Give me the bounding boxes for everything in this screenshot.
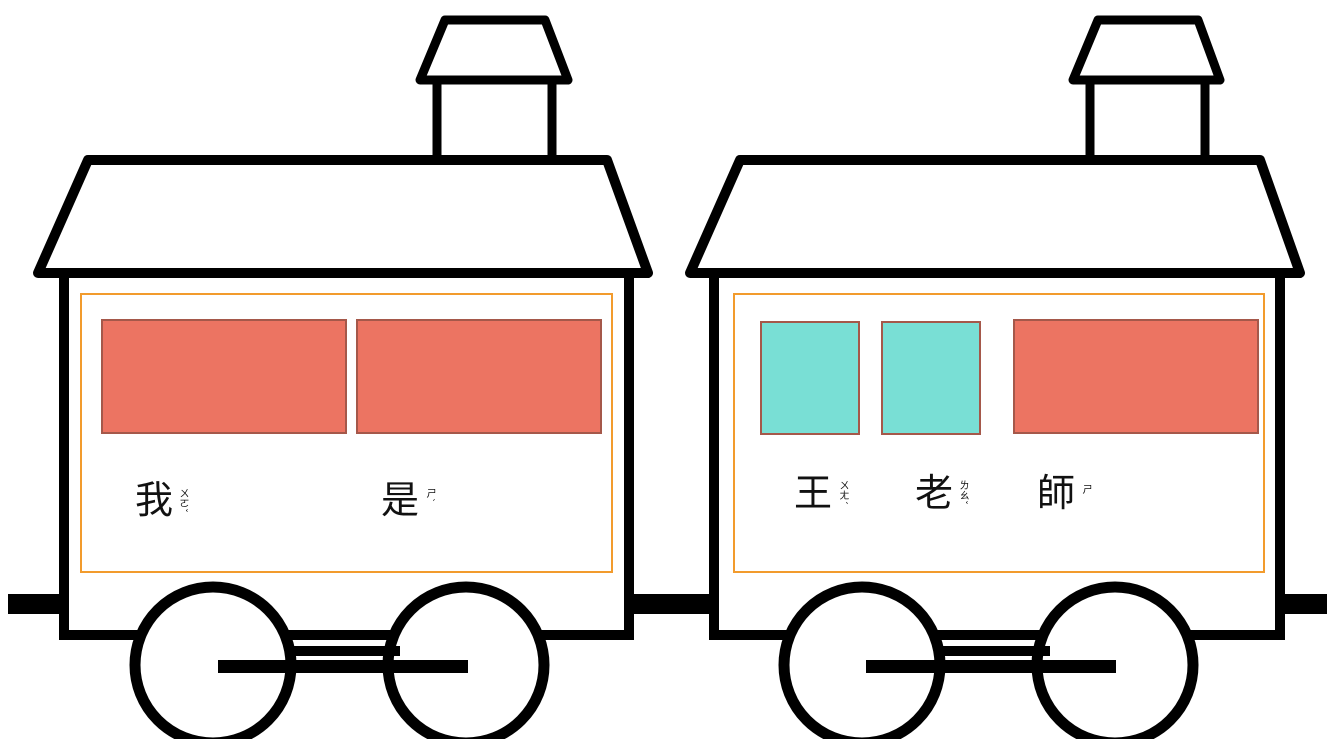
- word-zhuyin: ㄕˋ: [424, 488, 435, 503]
- coupling-left: [8, 594, 68, 614]
- word-char: 老: [915, 471, 954, 515]
- answer-block-red[interactable]: [101, 319, 347, 434]
- roof: [685, 155, 1305, 278]
- answer-block-teal[interactable]: [760, 321, 860, 435]
- coupling-right: [1276, 594, 1327, 614]
- chimney-stack: [432, 75, 557, 165]
- axle-rod: [218, 660, 468, 673]
- answer-block-teal[interactable]: [881, 321, 981, 435]
- coupling-middle: [630, 594, 710, 614]
- word-char: 王: [794, 471, 833, 515]
- train-car-left: [33, 15, 653, 739]
- word-zhuyin: ㄨㄤˊ: [837, 480, 848, 505]
- word-zhuyin: ㄨㄛˇ: [177, 488, 188, 513]
- word-char: 我: [135, 478, 174, 522]
- word-char: 師: [1037, 471, 1076, 515]
- answer-block-red[interactable]: [1013, 319, 1259, 434]
- chimney-cap: [1068, 15, 1225, 85]
- word-zhuyin: ㄌㄠˇ: [957, 480, 968, 505]
- axle-rod: [290, 646, 400, 656]
- axle-rod: [866, 660, 1116, 673]
- axle-rod: [940, 646, 1050, 656]
- word-zhuyin: ㄕ: [1080, 484, 1091, 494]
- chimney-cap: [415, 15, 573, 85]
- chimney-stack: [1085, 75, 1210, 165]
- word-char: 是: [381, 478, 420, 522]
- roof: [33, 155, 653, 278]
- answer-block-red[interactable]: [356, 319, 602, 434]
